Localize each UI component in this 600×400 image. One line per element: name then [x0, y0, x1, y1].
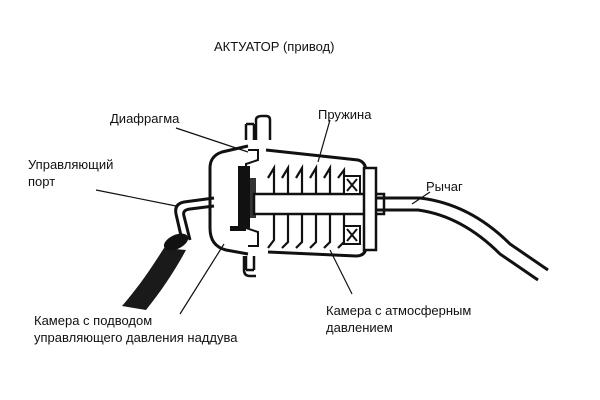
end-plate	[362, 166, 378, 252]
diaphragm-bolt	[230, 226, 246, 231]
label-lever: Рычаг	[426, 179, 463, 194]
hose	[122, 248, 186, 310]
rod-seal	[343, 175, 361, 245]
label-diaphragm: Диафрагма	[110, 111, 180, 126]
label-spring: Пружина	[318, 107, 372, 122]
leader-lines	[95, 119, 431, 315]
diaphragm-flange	[244, 122, 256, 272]
control-port-tube	[174, 196, 215, 241]
label-control-port: Управляющий порт	[28, 157, 114, 189]
actuator-rod	[252, 192, 386, 216]
lever	[376, 196, 549, 282]
bottom-lip	[242, 256, 256, 278]
label-boost-chamber: Камера с подводом управляющего давления …	[34, 313, 238, 345]
diaphragm-plate	[238, 166, 250, 228]
diagram-title: АКТУАТОР (привод)	[214, 39, 335, 54]
top-lip	[254, 114, 272, 140]
boost-chamber-housing	[208, 144, 249, 256]
label-atm-chamber: Камера с атмосферным давлением	[326, 303, 472, 335]
